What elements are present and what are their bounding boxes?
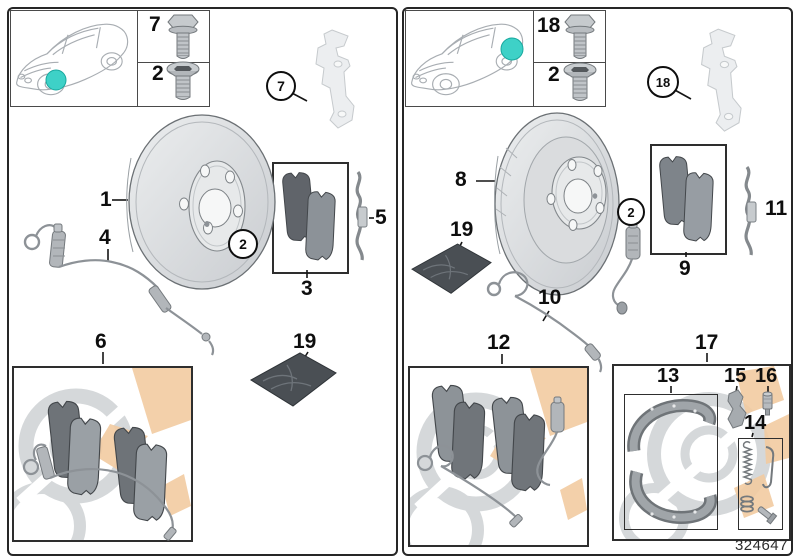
callout-3-pads-front[interactable]: 3 <box>301 277 313 300</box>
callout-12-pad-set-rear[interactable]: 12 <box>487 331 511 354</box>
callout-17-shoe-kit[interactable]: 17 <box>695 331 719 354</box>
callout-15-adjuster[interactable]: 15 <box>724 365 747 387</box>
callout-4-sensor-front[interactable]: 4 <box>99 226 111 249</box>
fastener-bolt-label-rear[interactable]: 18 <box>537 14 561 37</box>
fastener-cell-screw <box>534 63 605 106</box>
fastener-screw-label-rear[interactable]: 2 <box>548 63 560 86</box>
value-parts-watermark <box>410 368 587 545</box>
callout-16-expander[interactable]: 16 <box>755 365 778 387</box>
callout-10-sensor-rear[interactable]: 10 <box>538 286 562 309</box>
fastener-bolt-label-front[interactable]: 7 <box>149 13 161 36</box>
rear-pad-set-box <box>408 366 589 547</box>
car-location-thumbnail-front <box>10 10 139 107</box>
front-pad-set-box <box>12 366 193 542</box>
callout-19-grease-rear[interactable]: 19 <box>450 218 474 241</box>
circled-callout-carrier-front[interactable]: 7 <box>266 71 296 101</box>
fastener-cell-screw <box>138 63 209 106</box>
callout-9-pads-rear[interactable]: 9 <box>679 257 691 280</box>
callout-6-pad-set-front[interactable]: 6 <box>95 330 107 353</box>
diagram-number: 324647 <box>734 537 788 554</box>
brake-shoes-box <box>624 394 718 530</box>
circled-callout-carrier-rear[interactable]: 18 <box>647 66 679 98</box>
car-location-thumbnail-rear <box>405 10 534 107</box>
callout-11-clip-rear[interactable]: 11 <box>765 197 788 220</box>
attachment-kit-box <box>738 438 783 530</box>
circled-callout-set-screw-rear[interactable]: 2 <box>617 198 645 226</box>
value-parts-watermark <box>14 368 191 540</box>
fastener-screw-label-front[interactable]: 2 <box>152 62 164 85</box>
fastener-table-front <box>137 10 210 107</box>
callout-8-disc-rear[interactable]: 8 <box>455 168 467 191</box>
callout-14-attachment-kit[interactable]: 14 <box>744 412 767 434</box>
front-pads-box <box>272 162 349 274</box>
circled-callout-set-screw-front[interactable]: 2 <box>228 229 258 259</box>
callout-5-clip-front[interactable]: 5 <box>375 206 387 229</box>
callout-19-grease-front[interactable]: 19 <box>293 330 317 353</box>
rear-pads-box <box>650 144 727 255</box>
callout-1-disc-front[interactable]: 1 <box>100 188 112 211</box>
callout-13-brake-shoes[interactable]: 13 <box>657 365 680 387</box>
